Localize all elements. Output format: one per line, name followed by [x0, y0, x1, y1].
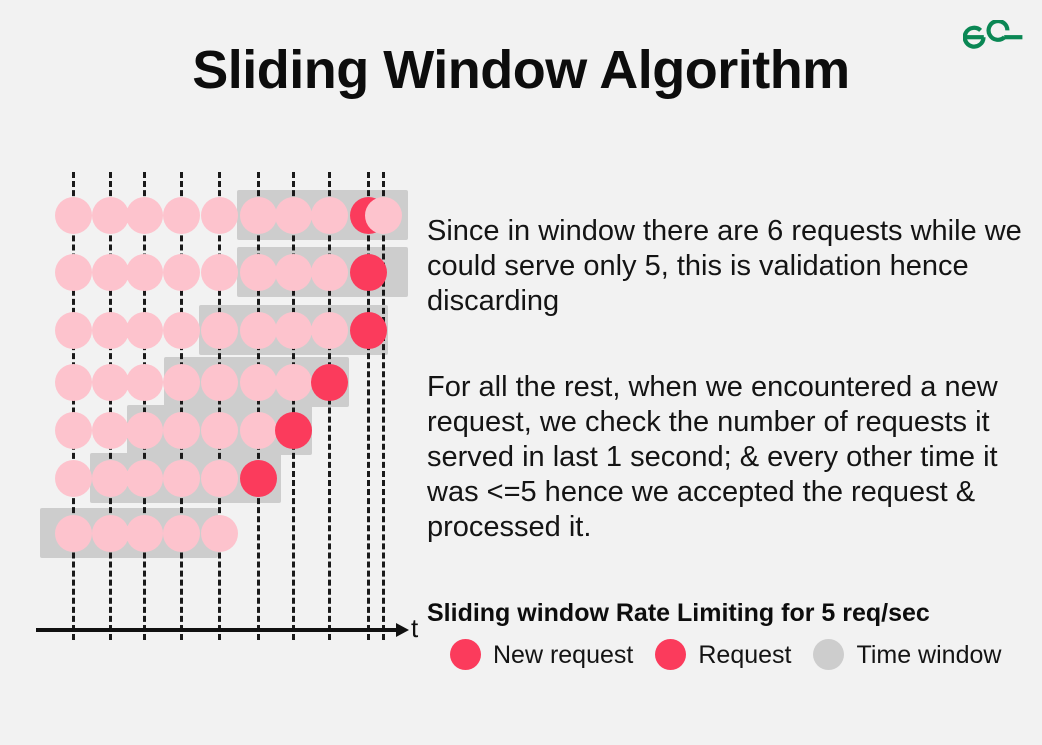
- request-dot: [54, 196, 92, 234]
- circle-icon: [450, 639, 481, 670]
- geeksforgeeks-logo-icon: [962, 18, 1025, 54]
- legend-item-label: New request: [493, 640, 634, 669]
- axis-arrow-icon: [396, 623, 409, 637]
- new-request-dot: [239, 459, 277, 497]
- request-dot: [310, 311, 348, 349]
- circle-icon: [813, 639, 845, 670]
- request-dot: [125, 514, 163, 552]
- chart-caption: Sliding window Rate Limiting for 5 req/s…: [427, 599, 930, 627]
- new-request-dot: [310, 363, 348, 401]
- time-gridline: [143, 172, 146, 640]
- request-dot: [162, 196, 200, 234]
- explanation-text-column: Since in window there are 6 requests whi…: [427, 214, 1027, 545]
- request-dot: [54, 311, 92, 349]
- request-dot: [162, 311, 200, 349]
- request-dot: [200, 411, 238, 449]
- request-dot: [200, 196, 238, 234]
- time-gridline: [72, 172, 75, 640]
- request-dot: [125, 196, 163, 234]
- time-gridline: [109, 172, 112, 640]
- time-gridline: [328, 172, 331, 640]
- legend-item-label: Request: [698, 640, 792, 669]
- request-dot: [54, 411, 92, 449]
- request-dot: [125, 253, 163, 291]
- request-dot: [274, 196, 312, 234]
- request-dot: [310, 196, 348, 234]
- request-dot: [91, 411, 129, 449]
- request-dot: [91, 459, 129, 497]
- request-dot: [54, 253, 92, 291]
- request-dot: [162, 411, 200, 449]
- explanation-paragraph-2: For all the rest, when we encountered a …: [427, 371, 998, 543]
- new-request-dot: [274, 411, 312, 449]
- time-gridline: [180, 172, 183, 640]
- request-dot: [91, 196, 129, 234]
- request-dot: [125, 311, 163, 349]
- time-gridline: [257, 172, 260, 640]
- request-dot: [91, 253, 129, 291]
- request-dot: [200, 459, 238, 497]
- request-dot: [274, 311, 312, 349]
- legend-item: New request: [450, 639, 633, 670]
- request-dot: [91, 363, 129, 401]
- request-dot: [91, 311, 129, 349]
- request-dot: [162, 514, 200, 552]
- legend-item: Request: [655, 639, 791, 670]
- legend-item-label: Time window: [856, 640, 1002, 669]
- request-dot: [239, 196, 277, 234]
- request-dot: [125, 411, 163, 449]
- request-dot: [200, 253, 238, 291]
- request-dot: [200, 514, 238, 552]
- time-gridline: [218, 172, 221, 640]
- sliding-window-chart: t: [0, 0, 430, 680]
- page-title: Sliding Window Algorithm: [192, 40, 850, 100]
- request-dot: [125, 363, 163, 401]
- time-axis: [36, 628, 396, 632]
- request-dot: [274, 363, 312, 401]
- request-dot: [200, 311, 238, 349]
- circle-icon: [655, 639, 687, 670]
- legend-item: Time window: [813, 639, 1001, 670]
- time-gridline: [382, 172, 385, 640]
- request-dot: [91, 514, 129, 552]
- request-dot: [54, 363, 92, 401]
- request-dot: [239, 363, 277, 401]
- request-dot: [274, 253, 312, 291]
- chart-legend: New request Request Time window: [450, 639, 1001, 670]
- request-dot: [125, 459, 163, 497]
- request-dot: [239, 253, 277, 291]
- new-request-dot: [349, 311, 387, 349]
- new-request-dot: [349, 253, 387, 291]
- request-dot: [54, 459, 92, 497]
- time-gridline: [292, 172, 295, 640]
- request-dot: [310, 253, 348, 291]
- request-dot: [162, 363, 200, 401]
- time-gridline: [367, 172, 370, 640]
- request-dot: [200, 363, 238, 401]
- request-dot: [239, 411, 277, 449]
- request-dot: [162, 459, 200, 497]
- request-dot: [54, 514, 92, 552]
- request-dot: [162, 253, 200, 291]
- explanation-paragraph-1: Since in window there are 6 requests whi…: [427, 215, 1022, 317]
- x-axis-label: t: [411, 613, 419, 643]
- request-dot: [239, 311, 277, 349]
- request-dot: [364, 196, 402, 234]
